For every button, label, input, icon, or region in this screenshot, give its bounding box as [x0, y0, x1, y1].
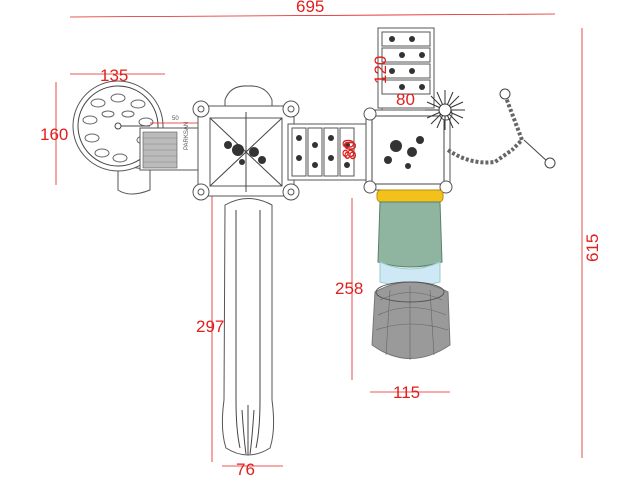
chain-climber [446, 88, 556, 169]
middle-panels: 80 [287, 123, 367, 181]
spike-element [425, 90, 465, 130]
net-basket [371, 281, 451, 360]
top-panel-label: 80 [396, 90, 415, 109]
panel-right-label: 80 [339, 139, 358, 158]
tower-height-label: 160 [40, 125, 68, 144]
tube-slide [376, 189, 444, 287]
panel-mid-label: 80 [341, 141, 360, 160]
slide-length-label: 297 [196, 317, 224, 336]
dimension-lines [55, 13, 583, 467]
brand-label: PARKSAN [184, 122, 190, 150]
total-width-label: 695 [296, 0, 324, 16]
top-panel-height: 120 [371, 56, 390, 84]
central-deck [192, 85, 300, 201]
slide-width-label: 76 [236, 460, 255, 479]
dimension-texts: 695 135 160 297 258 115 76 615 [40, 0, 602, 479]
small-mark-label: 50 [172, 116, 179, 122]
long-slide [221, 198, 275, 456]
net-width-label: 115 [393, 383, 420, 402]
tower-width-label: 135 [100, 66, 128, 85]
top-panel: 120 80 [371, 27, 435, 109]
tube-length-label: 258 [335, 279, 363, 298]
bridge: PARKSAN 50 [139, 116, 207, 171]
right-deck: 80 [339, 107, 453, 194]
total-height-label: 615 [583, 234, 602, 262]
